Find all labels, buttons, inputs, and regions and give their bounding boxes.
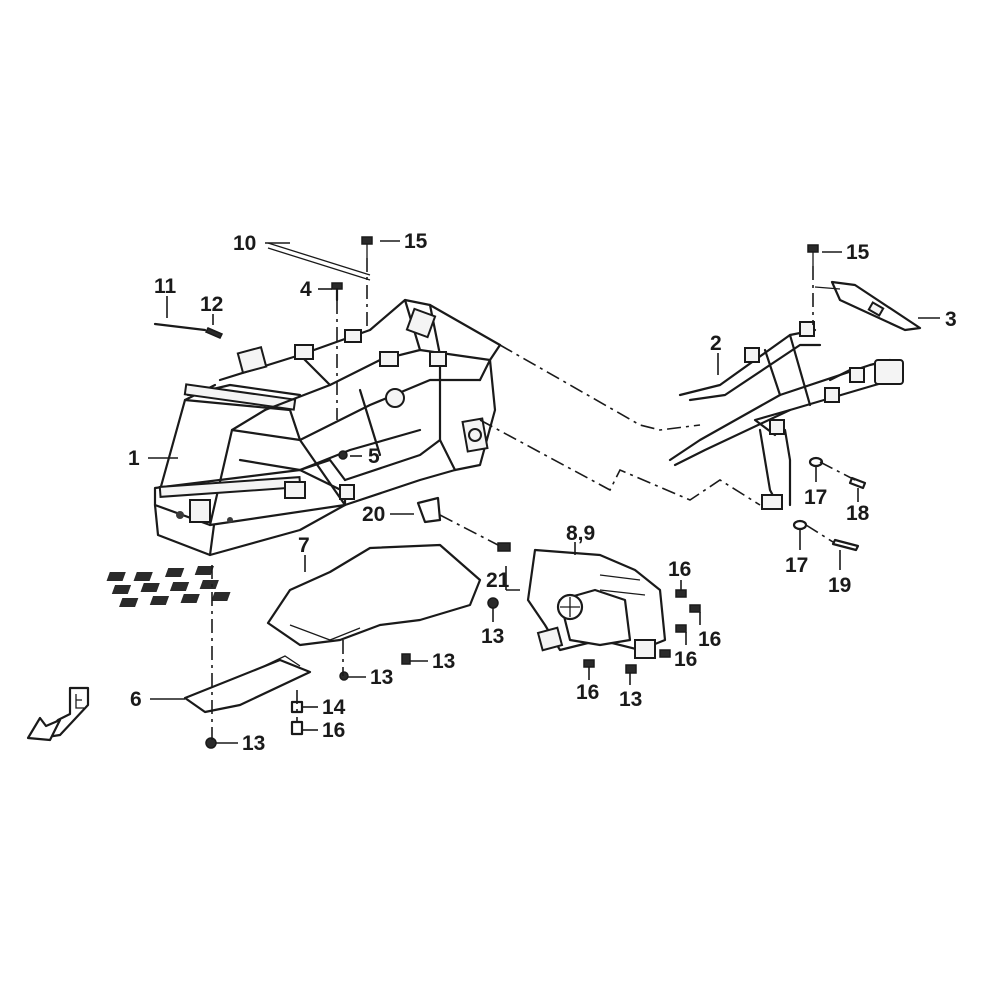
callout-6: 6 <box>130 688 142 711</box>
callout-20: 20 <box>362 503 385 526</box>
callout-17-a: 17 <box>804 486 827 509</box>
callout-14: 14 <box>322 696 346 719</box>
callout-labels: 1 2 3 4 5 6 7 8,9 10 11 12 13 13 13 13 1… <box>128 230 957 755</box>
callout-16-a: 16 <box>668 558 691 581</box>
callout-21: 21 <box>486 569 510 592</box>
callout-8-9: 8,9 <box>566 522 595 545</box>
callout-3: 3 <box>945 308 957 331</box>
main-frame <box>153 298 502 557</box>
engine-cover <box>526 548 667 659</box>
callout-13-a: 13 <box>481 625 504 648</box>
callout-15-a: 15 <box>404 230 428 253</box>
callout-13-d: 13 <box>242 732 265 755</box>
rear-subframe <box>668 321 904 510</box>
callout-13-b: 13 <box>432 650 455 673</box>
callout-18: 18 <box>846 502 870 525</box>
callout-15-b: 15 <box>846 241 870 264</box>
callout-17-b: 17 <box>785 554 808 577</box>
callout-5: 5 <box>368 445 380 468</box>
rear-guard-plate <box>814 280 922 332</box>
callout-4: 4 <box>300 278 312 301</box>
front-skid-plate <box>183 655 312 714</box>
callout-11: 11 <box>154 275 177 298</box>
skid-plate <box>106 543 482 647</box>
callout-16-c: 16 <box>674 648 697 671</box>
callout-leaders <box>148 240 940 744</box>
callout-12: 12 <box>200 293 223 316</box>
callout-13-e: 13 <box>619 688 642 711</box>
callout-13-c: 13 <box>370 666 393 689</box>
callout-16-e: 16 <box>322 719 345 742</box>
callout-1: 1 <box>128 447 140 470</box>
callout-16-d: 16 <box>576 681 599 704</box>
callout-19: 19 <box>828 574 851 597</box>
callout-16-b: 16 <box>698 628 721 651</box>
front-direction-arrow-icon <box>26 686 90 742</box>
callout-2: 2 <box>710 332 722 355</box>
assembly-lines <box>211 258 856 740</box>
callout-7: 7 <box>298 534 310 557</box>
bracket-20 <box>416 496 442 524</box>
callout-10: 10 <box>233 232 256 255</box>
